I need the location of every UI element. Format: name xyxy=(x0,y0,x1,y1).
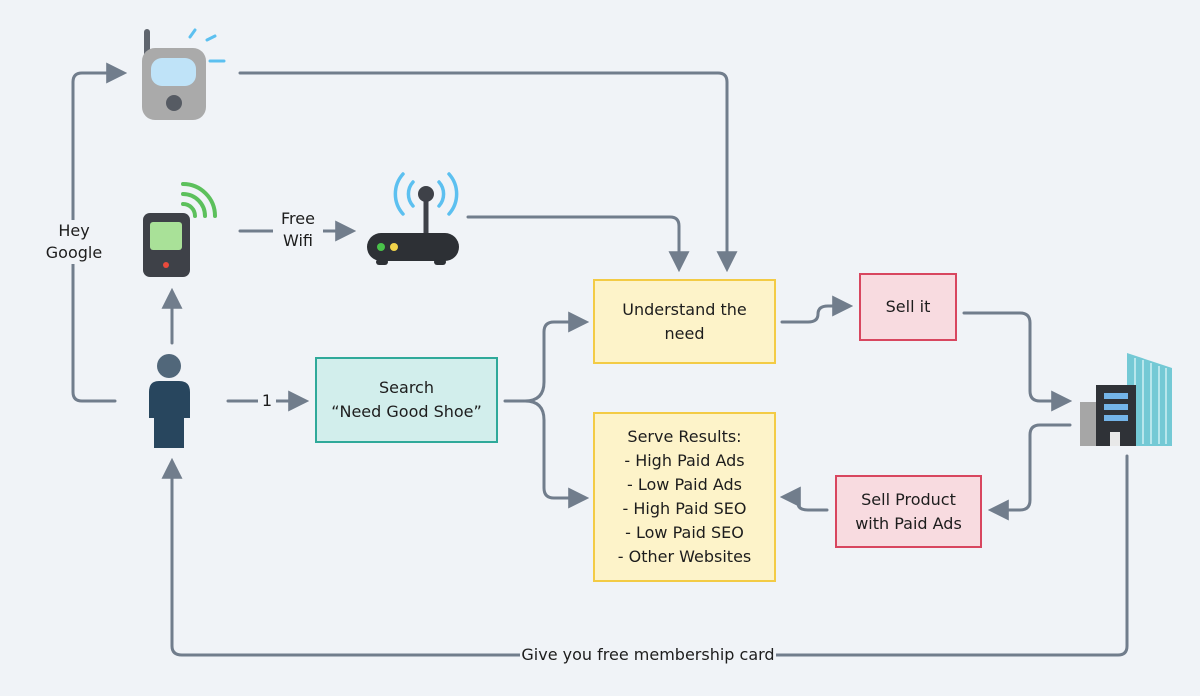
step-one-label: 1 xyxy=(258,390,276,412)
sell-product-box: Sell Product with Paid Ads xyxy=(835,475,982,548)
edge-speaker-to-understand xyxy=(238,71,738,273)
serve-results-text: Serve Results: - High Paid Ads - Low Pai… xyxy=(617,427,752,566)
edge-sell-to-company xyxy=(962,311,1073,412)
understand-the-need-box: Understand the need xyxy=(593,279,776,364)
edge-search-to-serve xyxy=(523,399,590,509)
edge-router-to-understand xyxy=(466,215,690,273)
edge-understand-to-sell xyxy=(780,295,854,324)
free-wifi-label: Free Wifi xyxy=(273,208,323,252)
edge-sellproduct-to-serve xyxy=(779,486,829,512)
hey-google-label: Hey Google xyxy=(28,220,120,264)
serve-results-box: Serve Results: - High Paid Ads - Low Pai… xyxy=(593,412,776,582)
sell-it-text: Sell it xyxy=(885,297,931,316)
membership-label: Give you free membership card xyxy=(520,644,776,666)
sell-product-text: Sell Product with Paid Ads xyxy=(855,489,962,533)
sell-it-box: Sell it xyxy=(859,273,957,341)
wifi-router-icon xyxy=(367,172,459,265)
edge-company-to-sellproduct xyxy=(987,423,1072,521)
smart-speaker-icon xyxy=(142,28,226,120)
edge-search-to-understand xyxy=(503,311,590,403)
search-box: Search “Need Good Shoe” xyxy=(315,357,498,443)
phone-icon xyxy=(143,182,217,277)
search-text: Search “Need Good Shoe” xyxy=(331,378,482,421)
person-icon xyxy=(149,354,190,448)
understand-the-need-text: Understand the need xyxy=(622,299,747,343)
office-building-icon xyxy=(1080,353,1172,446)
